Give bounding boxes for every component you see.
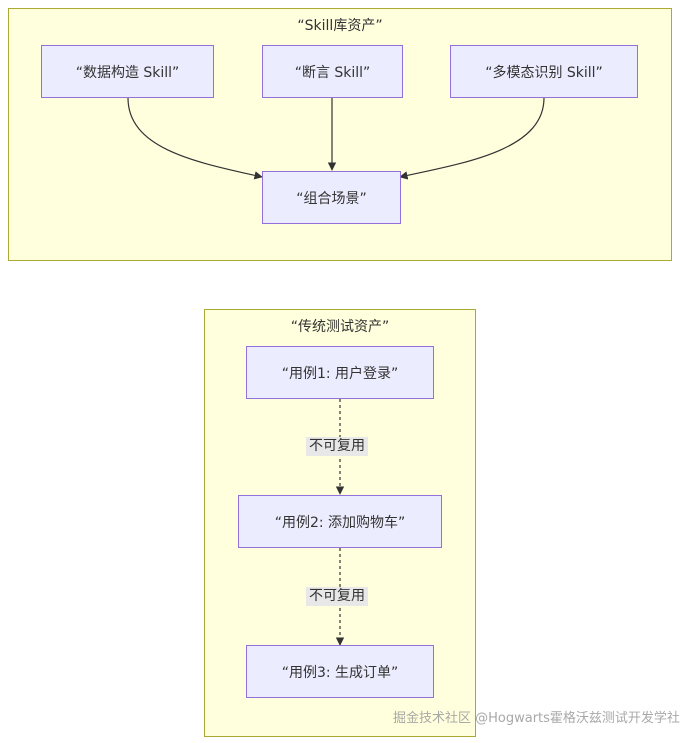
edge-data-construct-to-combo [127,97,263,180]
edge-label-not-reusable-1: 不可复用 [306,437,368,456]
skill-assets-cluster-title: “Skill库资产” [297,18,383,34]
node-data-construct-skill[interactable]: “数据构造 Skill” [41,45,214,98]
node-assertion-skill[interactable]: “断言 Skill” [262,45,403,98]
traditional-assets-cluster-title: “传统测试资产” [290,319,390,335]
node-case1-login[interactable]: “用例1: 用户登录” [246,346,434,399]
watermark: 掘金技术社区 @Hogwarts霍格沃兹测试开发学社 [393,711,680,726]
node-case2-add-cart[interactable]: “用例2: 添加购物车” [238,495,442,548]
edge-label-not-reusable-2: 不可复用 [306,587,368,606]
node-case3-create-order[interactable]: “用例3: 生成订单” [246,645,434,698]
node-combo-scenario[interactable]: “组合场景” [262,171,401,224]
node-multimodal-skill[interactable]: “多模态识别 Skill” [450,45,638,98]
edge-multimodal-to-combo [399,97,545,180]
